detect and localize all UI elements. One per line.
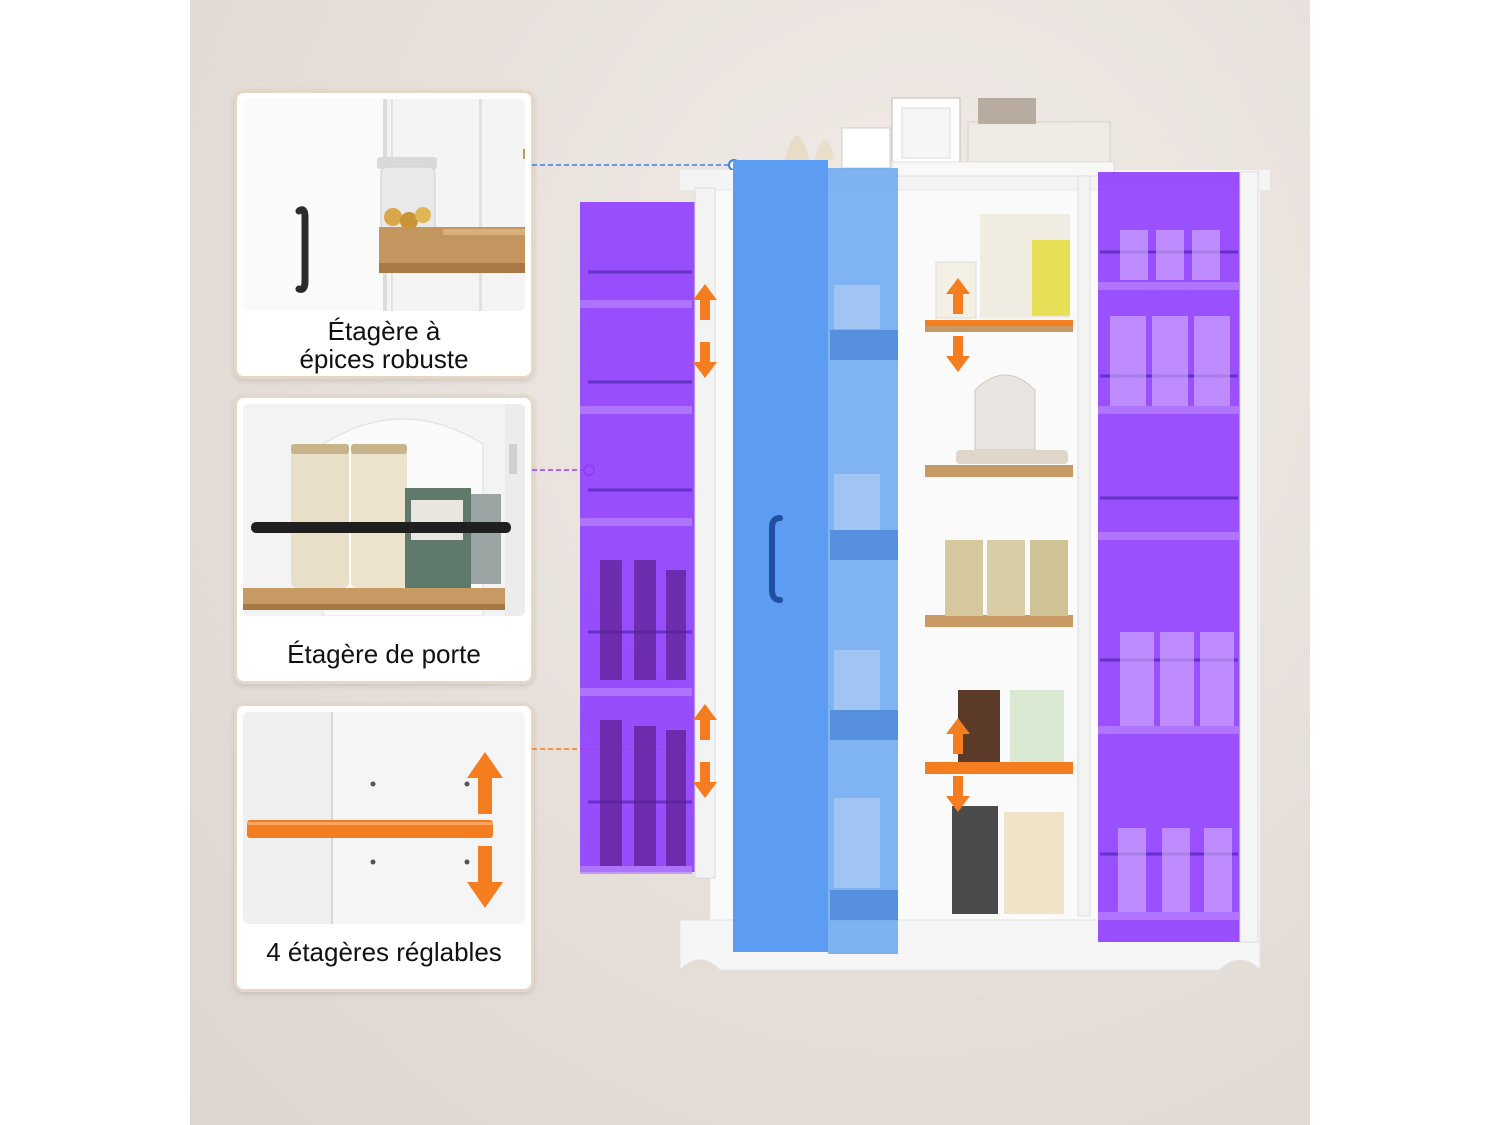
feature-panel-adjustable-shelves: 4 étagères réglables xyxy=(234,703,534,992)
feature-panel-door-shelf: Étagère de porte xyxy=(234,395,534,684)
feature-panel-spice-rack: Étagère à épices robuste xyxy=(234,90,534,379)
up-down-arrow-icon xyxy=(946,278,970,812)
pantry-cabinet-illustration xyxy=(580,97,1270,972)
door-shelf-label: Étagère de porte xyxy=(287,639,481,669)
product-scene: Étagère à épices robuste xyxy=(190,0,1310,1125)
spice-rack-label-line2: épices robuste xyxy=(299,344,469,374)
adjustable-shelves-photo xyxy=(243,712,525,924)
spice-rack-photo xyxy=(243,99,525,311)
adjustable-shelves-label: 4 étagères réglables xyxy=(266,937,502,967)
door-shelf-photo xyxy=(243,404,525,616)
up-down-arrow-icon xyxy=(693,284,717,798)
up-down-arrow-icon xyxy=(467,752,503,908)
spice-rack-label: Étagère à épices robuste xyxy=(237,317,531,373)
spice-rack-label-line1: Étagère à xyxy=(327,316,441,346)
